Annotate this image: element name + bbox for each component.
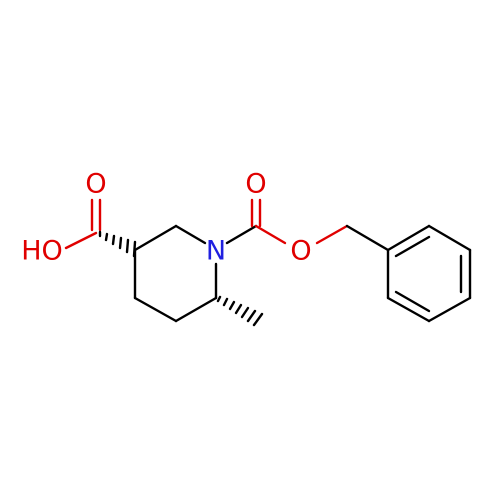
bond-ph-4: [427, 296, 472, 323]
bond-ester-o-ch2: [315, 224, 349, 245]
bond-ph-inner-3: [394, 290, 431, 313]
bond-ph-5: [386, 296, 431, 323]
bonds: [64, 198, 472, 327]
atom-ester-o: O: [290, 236, 311, 267]
bond-ph-inner-1: [394, 235, 431, 258]
bond-c3-c2: [133, 224, 178, 252]
atom-carbonyl-o-carbamate: O: [245, 169, 266, 200]
atom-hydroxyl: HO: [21, 236, 63, 267]
bond-c6-c5: [174, 296, 218, 323]
bond-ph-1: [386, 224, 431, 252]
atom-carbonyl-o-acid: O: [85, 169, 106, 200]
bond-acid-oh: [64, 231, 98, 250]
hashed-wedge-c3: [98, 230, 137, 258]
bond-c2-n: [174, 224, 207, 245]
atom-ring-n: N: [206, 236, 226, 267]
bond-carbamate-ester-o: [254, 224, 287, 245]
atom-labels: O HO N O O: [21, 169, 311, 267]
bond-ch2-phenyl: [345, 224, 390, 252]
bond-n-carbamate-c: [225, 224, 258, 245]
bond-c5-c4: [133, 296, 178, 323]
hashed-wedge-c6-methyl: [216, 295, 264, 327]
bond-ph-2: [427, 224, 472, 252]
